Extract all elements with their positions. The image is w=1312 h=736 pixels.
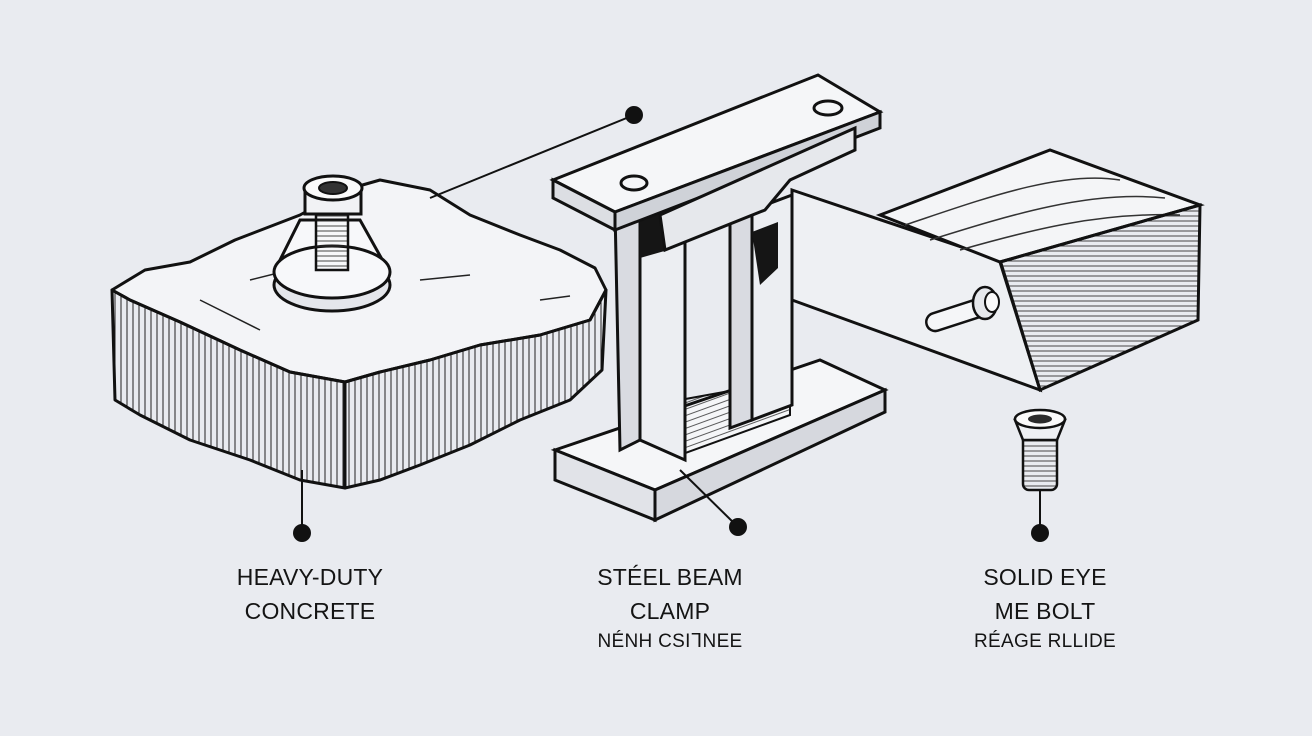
- timber-end-grain: [998, 203, 1202, 393]
- label-beam-line1: STÉEL BEAM: [597, 564, 743, 590]
- leader-lines: [293, 106, 1049, 542]
- label-bolt: SOLID EYE ME BOLT RÉAGE RLLIDE: [925, 560, 1165, 656]
- anchor-bolt: [272, 174, 392, 313]
- clamp-leg-right: [728, 208, 754, 431]
- callout-dot-bolt: [1031, 524, 1049, 542]
- clamp-base-side: [653, 387, 887, 523]
- label-beam-line2: CLAMP: [629, 598, 711, 624]
- label-bolt-line1: SOLID EYE: [983, 564, 1107, 590]
- clamp-leg-left: [613, 197, 642, 453]
- label-concrete-line1: HEAVY-DUTY: [236, 564, 384, 590]
- callout-dot-beam: [729, 518, 747, 536]
- callout-dot-top: [625, 106, 643, 124]
- steel-beam-clamp: [549, 73, 889, 523]
- label-concrete-line2: CONCRETE: [244, 598, 376, 624]
- label-beam-line3: NÉNH CSIᒣNEE: [597, 631, 743, 652]
- eye-bolt: [1013, 408, 1067, 492]
- label-concrete: HEAVY-DUTY CONCRETE: [190, 560, 430, 628]
- label-bolt-line2: ME BOLT: [994, 598, 1096, 624]
- concrete-right-face: [343, 288, 608, 490]
- callout-dot-concrete: [293, 524, 311, 542]
- timber-block: [790, 148, 1205, 393]
- label-bolt-line3: RÉAGE RLLIDE: [974, 631, 1116, 652]
- label-beam: STÉEL BEAM CLAMP NÉNH CSIᒣNEE: [545, 560, 795, 656]
